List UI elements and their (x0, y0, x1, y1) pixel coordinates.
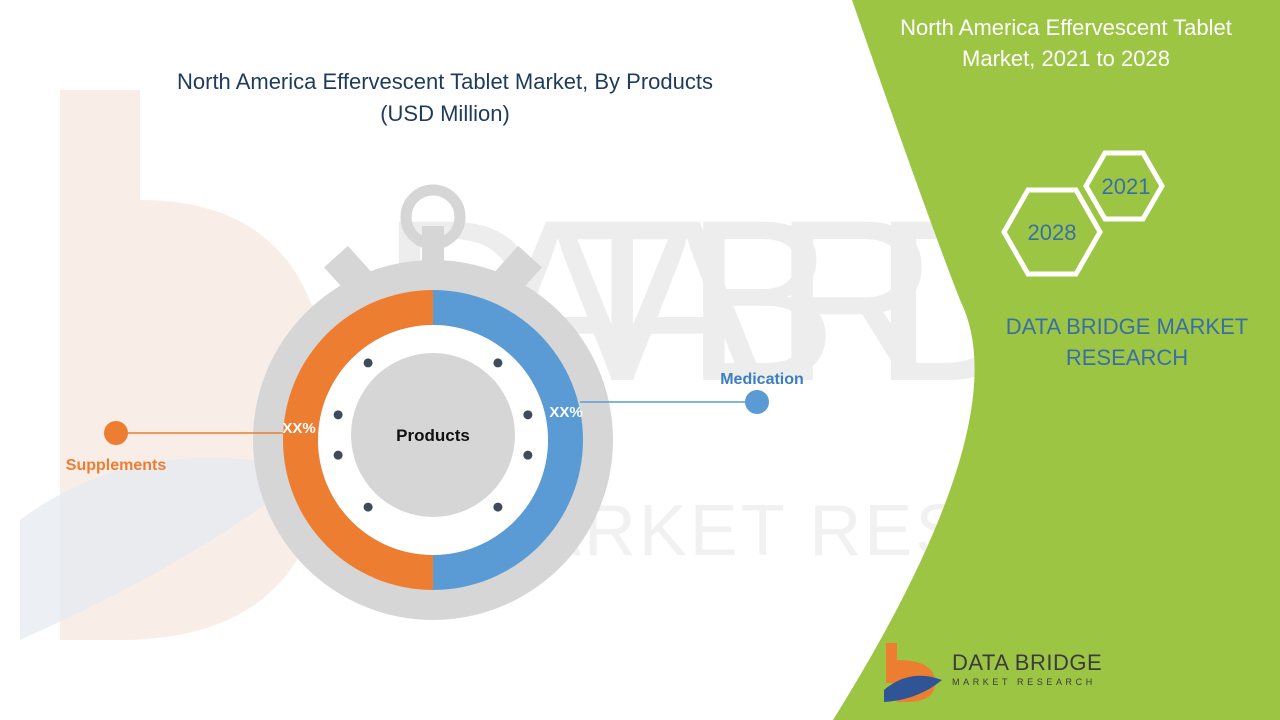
dial-tick-dot (493, 502, 503, 512)
donut-segment-medication (433, 290, 583, 590)
medication-label: Medication (720, 371, 804, 388)
dial-tick-dot (333, 410, 343, 420)
side-title-line2: Market, 2021 to 2028 (962, 46, 1170, 71)
dial-tick-dot (363, 358, 373, 368)
brand-line2: RESEARCH (1065, 345, 1189, 370)
dial-tick-dot (523, 450, 533, 460)
chart-title-line1: North America Effervescent Tablet Market… (177, 69, 713, 94)
watermark-logo-icon (20, 90, 330, 640)
donut-segments (283, 290, 583, 590)
brand-name: DATA BRIDGE MARKET RESEARCH (982, 311, 1272, 373)
supplements-value-label: XX% (282, 420, 315, 437)
series-1-callout: Medication XX% (549, 371, 803, 421)
logo-tagline: MARKET RESEARCH (952, 677, 1096, 687)
dial-tick-dot (363, 502, 373, 512)
chart-title-line2: (USD Million) (380, 101, 510, 126)
chart-title: North America Effervescent Tablet Market… (100, 66, 790, 130)
side-panel-title: North America Effervescent Tablet Market… (868, 12, 1264, 74)
dial-tick-dot (333, 450, 343, 460)
dial-ticks (333, 358, 533, 512)
brand-line1: DATA BRIDGE MARKET (1005, 314, 1249, 339)
donut-segment-supplements (283, 290, 433, 590)
hexagon-2021 (1083, 150, 1165, 222)
series-0-callout: Supplements XX% (66, 420, 316, 474)
logo-name: DATA BRIDGE (952, 650, 1103, 675)
dial-tick-dot (523, 410, 533, 420)
year-end-label: 2028 (1028, 220, 1077, 245)
medication-marker (745, 390, 769, 414)
data-bridge-logo-icon (884, 643, 942, 702)
medication-value-label: XX% (549, 404, 582, 421)
center-dial (351, 353, 515, 517)
center-label: Products (396, 426, 470, 445)
supplements-label: Supplements (66, 457, 167, 474)
year-start-label: 2021 (1102, 174, 1151, 199)
supplements-marker (104, 421, 128, 445)
dial-tick-dot (493, 358, 503, 368)
hexagon-2028 (1001, 187, 1103, 277)
logo-text: DATA BRIDGE MARKET RESEARCH (952, 650, 1102, 688)
side-title-line1: North America Effervescent Tablet (900, 15, 1232, 40)
